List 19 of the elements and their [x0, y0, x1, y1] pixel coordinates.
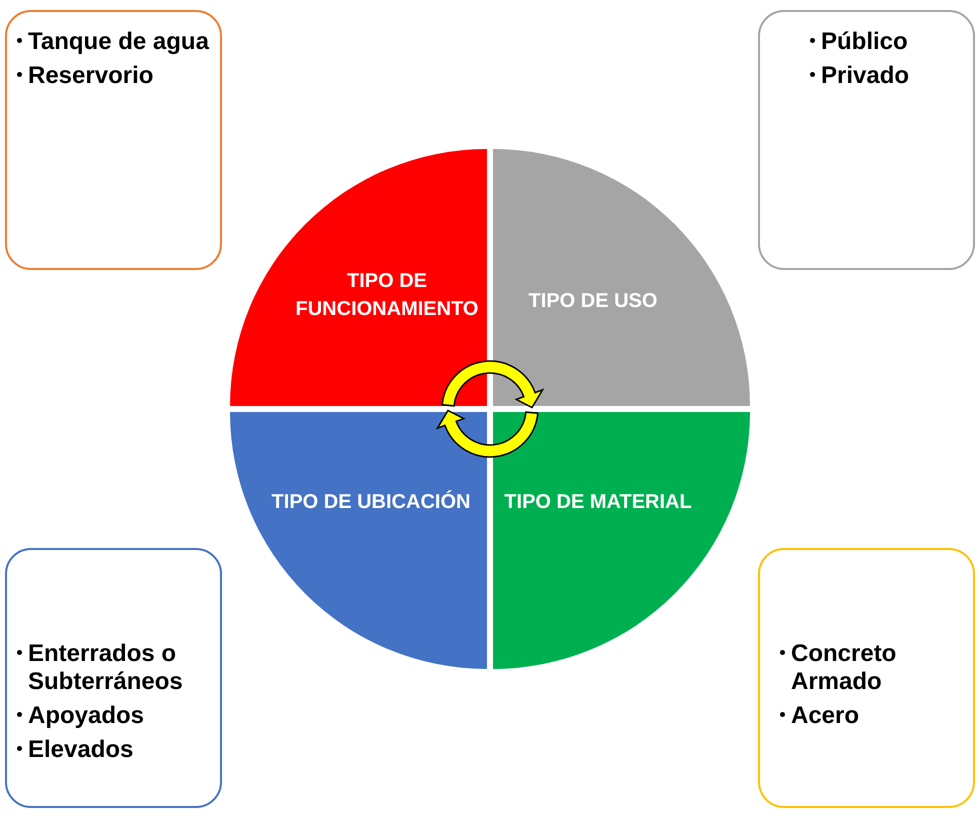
list-item: Reservorio: [28, 62, 154, 90]
rounded-card: [758, 548, 975, 808]
curved-arrow: [441, 360, 544, 408]
rounded-card: [5, 10, 222, 270]
list-item: Público: [821, 28, 908, 56]
quadrant-title: TIPO DE FUNCIONAMIENTO: [294, 269, 480, 322]
rounded-card: [758, 10, 975, 270]
list-item: Privado: [821, 62, 910, 90]
list-item: Apoyados: [28, 702, 144, 730]
list-item: Concreto Armado: [791, 640, 898, 696]
curved-arrow: [436, 410, 539, 458]
list-item: Enterrados o Subterráneos: [28, 640, 184, 696]
quadrant-title: TIPO DE MATERIAL: [503, 490, 693, 515]
rounded-card: [5, 548, 222, 808]
quadrant-title: TIPO DE UBICACIÓN: [271, 489, 471, 515]
list-item: Acero: [791, 702, 860, 730]
quadrant-title: TIPO DE USO: [528, 289, 658, 314]
list-item: Tanque de agua: [28, 28, 209, 56]
list-item: Elevados: [28, 736, 134, 764]
